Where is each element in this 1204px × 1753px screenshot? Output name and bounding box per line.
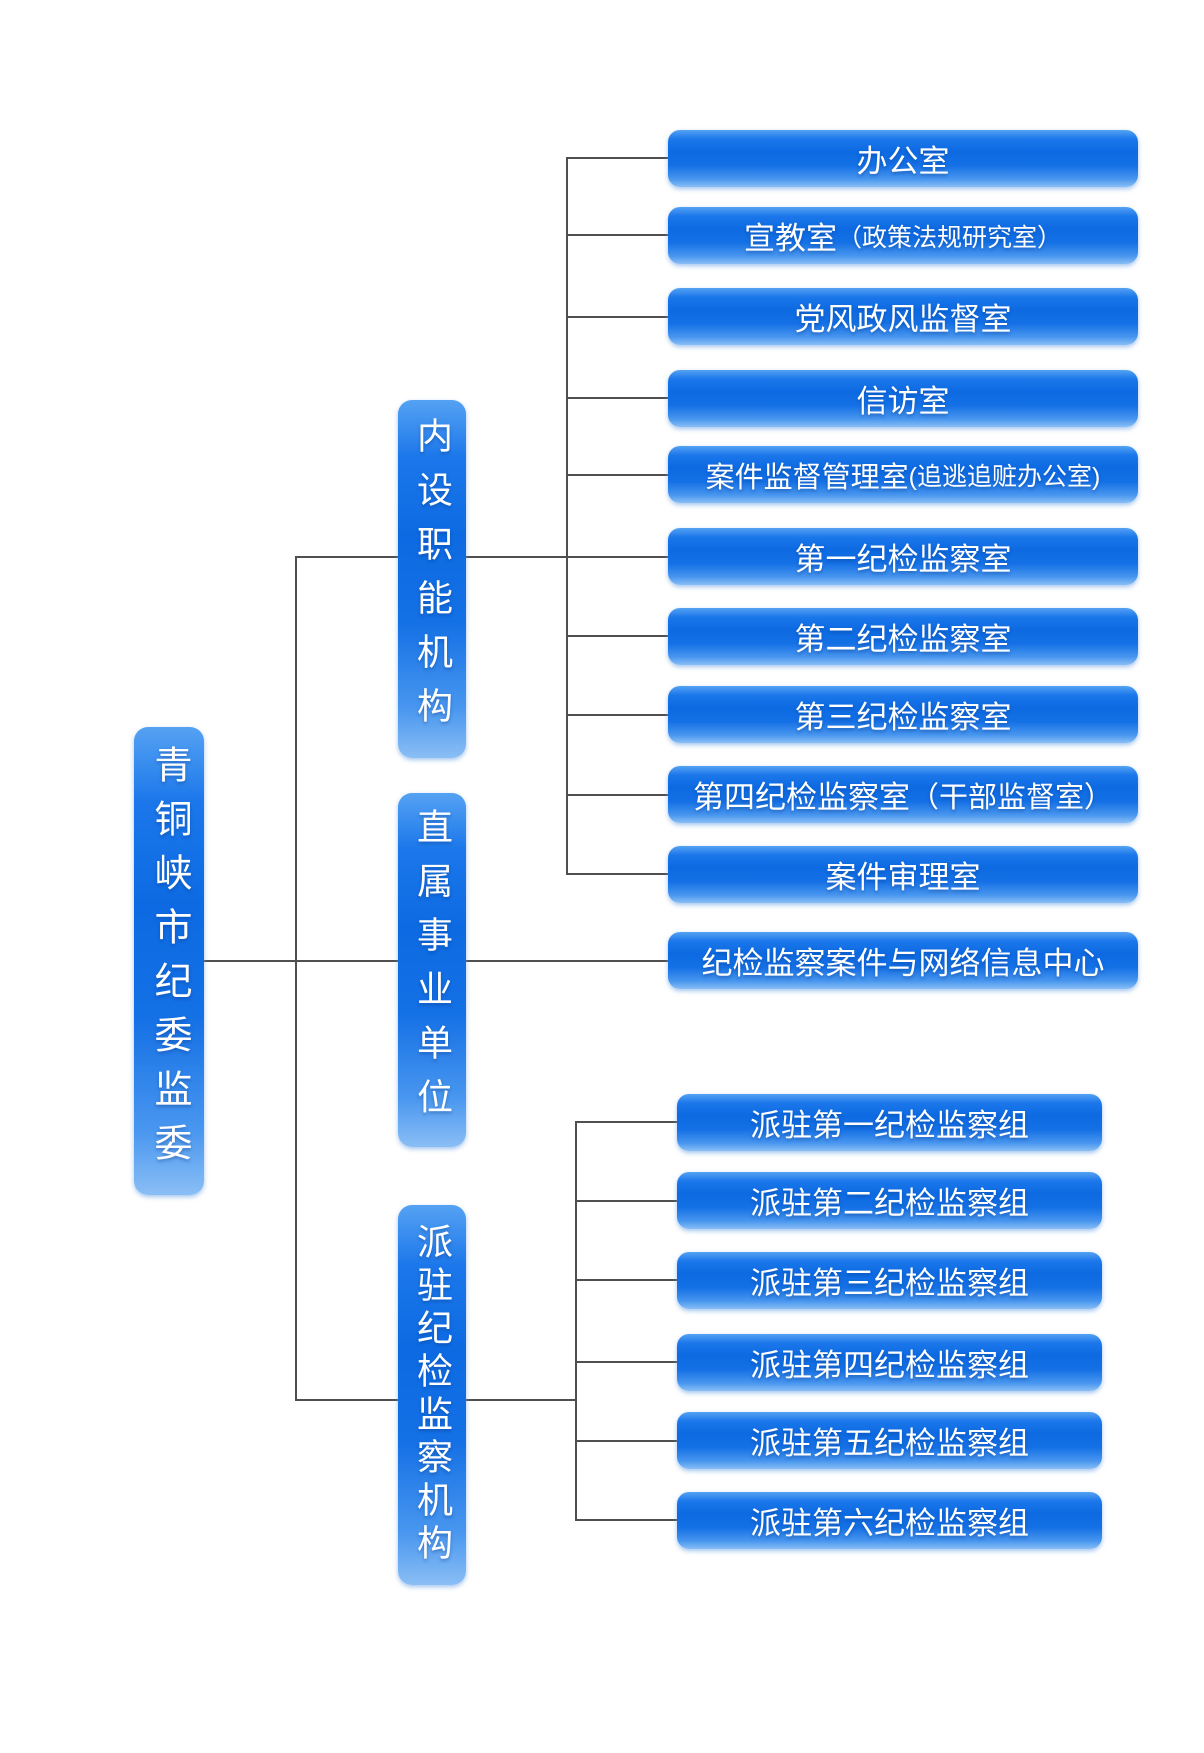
connector-line	[567, 794, 668, 796]
org-node-sublabel: (追逃追赃办公室)	[908, 462, 1101, 491]
category-label: 直属事业单位	[412, 808, 453, 1132]
org-node: 第二纪检监察室	[668, 608, 1138, 665]
connector-line	[567, 157, 668, 159]
org-node-label: 派驻第二纪检监察组	[750, 1186, 1029, 1221]
category-directly-affiliated-units: 直属事业单位	[398, 793, 466, 1147]
org-node-label: 派驻第六纪检监察组	[750, 1506, 1029, 1541]
root-node-label: 青铜峡市纪委监委	[148, 745, 190, 1177]
org-node-label: 案件审理室	[825, 860, 981, 895]
connector-line	[566, 157, 568, 875]
connector-line	[576, 1440, 677, 1442]
org-node-label: 信访室	[856, 384, 950, 419]
org-node: 案件审理室	[668, 846, 1138, 903]
org-node: 第四纪检监察室（干部监督室）	[668, 766, 1138, 823]
org-node-label: 宣教室	[743, 221, 837, 256]
connector-line	[567, 635, 668, 637]
org-node-sublabel: （干部监督室）	[909, 781, 1113, 814]
connector-line	[567, 873, 668, 875]
org-node-label: 派驻第三纪检监察组	[750, 1266, 1029, 1301]
connector-line	[296, 556, 668, 558]
org-node-label: 党风政风监督室	[794, 302, 1012, 337]
connector-line	[567, 714, 668, 716]
org-node: 宣教室（政策法规研究室）	[668, 207, 1138, 264]
org-node: 第三纪检监察室	[668, 686, 1138, 743]
connector-line	[567, 316, 668, 318]
org-node: 党风政风监督室	[668, 288, 1138, 345]
org-node-sublabel: （政策法规研究室）	[836, 223, 1062, 252]
connector-line	[576, 1361, 677, 1363]
org-node-label: 办公室	[856, 144, 950, 179]
org-node-label: 第四纪检监察室	[692, 780, 910, 815]
connector-line	[576, 1279, 677, 1281]
org-node-label: 派驻第五纪检监察组	[750, 1426, 1029, 1461]
org-node: 派驻第六纪检监察组	[677, 1492, 1102, 1549]
org-node: 纪检监察案件与网络信息中心	[668, 932, 1138, 989]
category-internal-departments: 内设职能机构	[398, 400, 466, 758]
org-node: 信访室	[668, 370, 1138, 427]
org-node-label: 第三纪检监察室	[794, 700, 1012, 735]
org-node: 案件监督管理室(追逃追赃办公室)	[668, 446, 1138, 503]
org-node: 派驻第四纪检监察组	[677, 1334, 1102, 1391]
org-node-label: 纪检监察案件与网络信息中心	[701, 946, 1105, 981]
connector-line	[567, 474, 668, 476]
connector-line	[575, 1121, 577, 1521]
org-node-label: 第一纪检监察室	[794, 542, 1012, 577]
connector-line	[567, 234, 668, 236]
org-node-label: 派驻第四纪检监察组	[750, 1348, 1029, 1383]
connector-line	[567, 397, 668, 399]
org-node-label: 案件监督管理室	[705, 461, 909, 494]
org-node-label: 第二纪检监察室	[794, 622, 1012, 657]
connector-line	[576, 1121, 677, 1123]
root-node: 青铜峡市纪委监委	[134, 727, 204, 1195]
org-node: 第一纪检监察室	[668, 528, 1138, 585]
org-node: 派驻第五纪检监察组	[677, 1412, 1102, 1469]
connector-line	[295, 556, 297, 1401]
org-node-label: 派驻第一纪检监察组	[750, 1108, 1029, 1143]
org-node: 派驻第一纪检监察组	[677, 1094, 1102, 1151]
category-label: 内设职能机构	[412, 417, 453, 741]
connector-line	[576, 1519, 677, 1521]
org-node: 办公室	[668, 130, 1138, 187]
org-node: 派驻第三纪检监察组	[677, 1252, 1102, 1309]
category-label: 派驻纪检监察机构	[412, 1223, 453, 1567]
org-node: 派驻第二纪检监察组	[677, 1172, 1102, 1229]
category-dispatched-inspection-agencies: 派驻纪检监察机构	[398, 1205, 466, 1585]
connector-line	[576, 1200, 677, 1202]
